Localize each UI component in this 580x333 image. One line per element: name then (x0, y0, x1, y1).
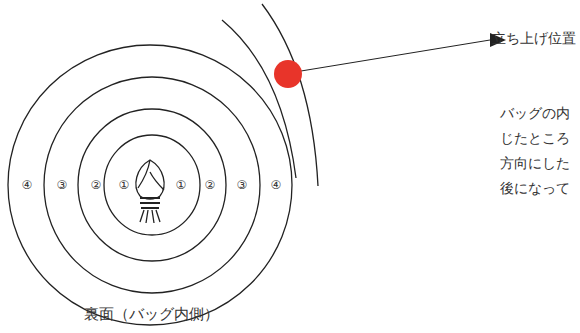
leader-line (301, 40, 490, 71)
callout-number: ③ (56, 179, 69, 192)
callout-number: ② (204, 179, 217, 192)
ring-1 (104, 135, 200, 235)
ring-3 (44, 77, 260, 293)
knot-tassel (140, 210, 160, 223)
start-point-dot (274, 60, 302, 88)
ring-4 (8, 45, 292, 325)
knot-strands (138, 160, 164, 190)
callout-number: ① (175, 179, 188, 192)
caption-text: 裏面（バッグ内側） (84, 306, 219, 323)
note-text: 方向にした (500, 156, 570, 171)
leader-label: 立ち上げ位置 (492, 31, 576, 46)
callout-number: ③ (236, 179, 249, 192)
note-text: 後になって (500, 181, 570, 196)
callout-number: ④ (270, 179, 283, 192)
knot-loop (136, 160, 164, 199)
knot-wrap (140, 198, 160, 208)
outer-arc-1 (222, 20, 296, 178)
note-text: バッグの内 (500, 106, 570, 121)
callout-number: ② (90, 179, 103, 192)
note-text: じたところ (500, 131, 570, 146)
outer-arc-2 (262, 4, 318, 186)
ring-2 (78, 109, 226, 261)
callout-number: ④ (21, 179, 34, 192)
callout-number: ① (118, 179, 131, 192)
